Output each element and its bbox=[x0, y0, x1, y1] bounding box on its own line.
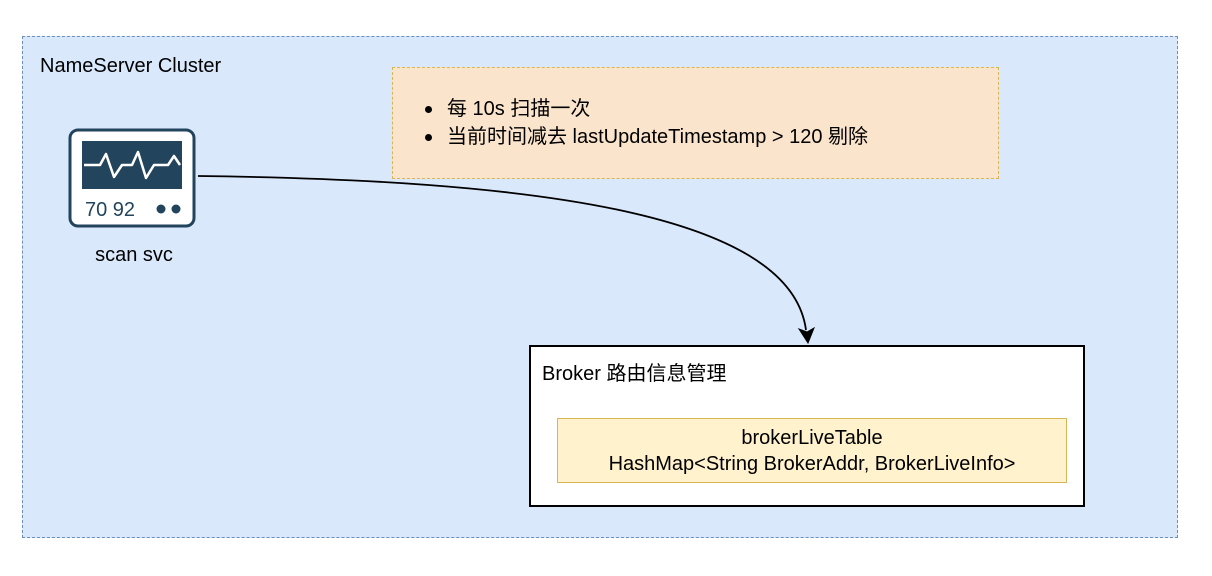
scan-rule-interval: 每 10s 扫描一次 bbox=[424, 95, 868, 123]
scan-rules-list: 每 10s 扫描一次 当前时间减去 lastUpdateTimestamp > … bbox=[424, 95, 868, 151]
scan-rule-eviction: 当前时间减去 lastUpdateTimestamp > 120 剔除 bbox=[424, 123, 868, 151]
table-name: brokerLiveTable bbox=[741, 426, 883, 449]
broker-live-table: brokerLiveTable HashMap<String BrokerAdd… bbox=[557, 418, 1067, 483]
cluster-title: NameServer Cluster bbox=[40, 55, 222, 77]
broker-routing-title: Broker 路由信息管理 bbox=[542, 363, 727, 385]
scan-rules-note: 每 10s 扫描一次 当前时间减去 lastUpdateTimestamp > … bbox=[392, 67, 999, 179]
monitor-icon: 70 92 bbox=[68, 128, 196, 228]
monitor-readout: 70 92 bbox=[85, 199, 135, 221]
table-type: HashMap<String BrokerAddr, BrokerLiveInf… bbox=[608, 452, 1016, 475]
scan-service-label: scan svc bbox=[95, 244, 173, 266]
